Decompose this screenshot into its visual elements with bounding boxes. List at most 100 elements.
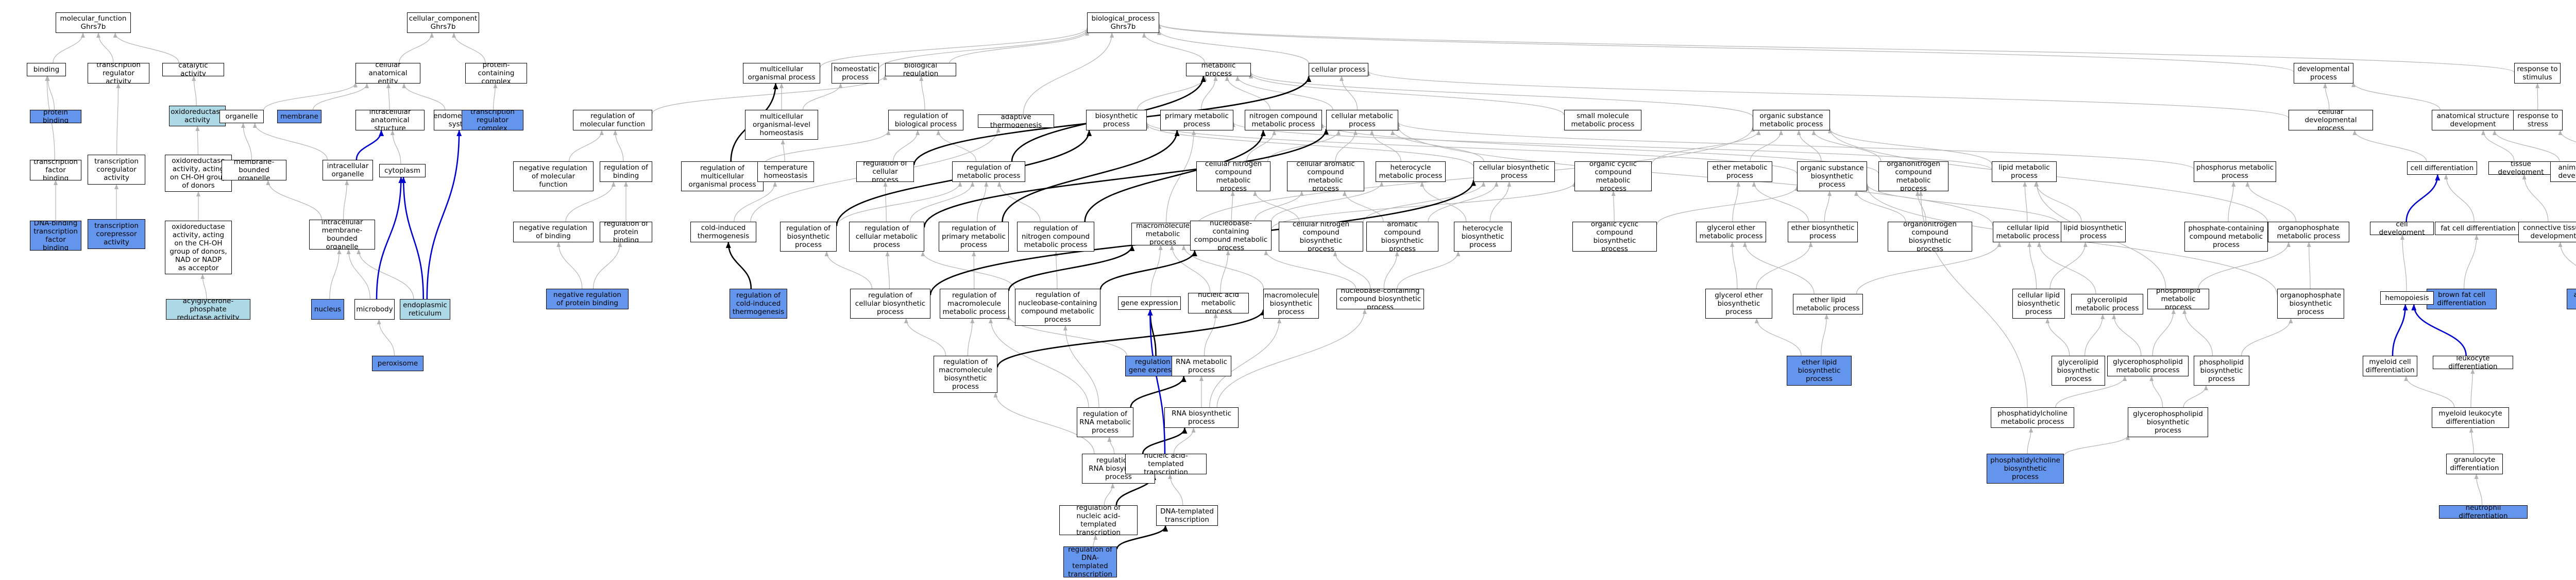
go-node-leukodiff[interactable]: leukocyte differentiation: [2433, 356, 2513, 369]
go-node-cellp[interactable]: cellular process: [1309, 63, 1368, 76]
go-node-organelle[interactable]: organelle: [219, 110, 264, 123]
go-node-metab[interactable]: metabolic process: [1186, 63, 1251, 76]
go-node-protbind[interactable]: protein binding: [30, 110, 81, 123]
go-node-nucleus[interactable]: nucleus: [311, 299, 344, 320]
go-node-fatdiff[interactable]: fat cell differentiation: [2435, 222, 2521, 235]
go-node-perox[interactable]: peroxisome: [372, 356, 423, 371]
go-node-tissuedev[interactable]: tissue development: [2488, 161, 2553, 175]
go-node-aod[interactable]: animal organdevelopment: [2550, 161, 2576, 182]
go-node-adth[interactable]: adaptive thermogenesis: [978, 114, 1054, 128]
go-node-geneexp[interactable]: gene expression: [1118, 296, 1181, 310]
go-node-celldev[interactable]: cell development: [2370, 222, 2434, 235]
go-node-membrane[interactable]: membrane: [277, 110, 321, 123]
go-node-cata[interactable]: catalytic activity: [162, 63, 224, 76]
go-node-microbody[interactable]: microbody: [354, 299, 395, 320]
